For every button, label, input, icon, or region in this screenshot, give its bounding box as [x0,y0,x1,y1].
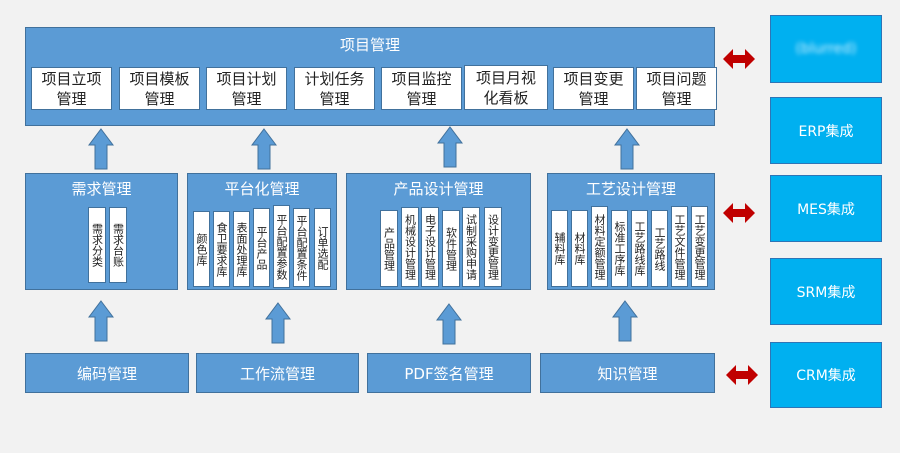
product-design-item: 软件管理 [442,210,460,287]
platform-item: 订单选配 [314,208,331,287]
process-design-item: 标准工序库 [611,210,628,287]
platform-item: 食卫要求库 [213,211,230,287]
integration-erp: ERP集成 [770,97,882,164]
integration-blurred-label: (blurred) [795,41,857,57]
requirement-item: 需求台账 [109,207,127,283]
top-item-project-monitor: 项目监控管理 [381,67,462,110]
pdf-signature-management-block: PDF签名管理 [367,353,531,393]
top-item-plan-task: 计划任务管理 [294,67,375,110]
project-management-block: 项目管理 项目立项管理 项目模板管理 项目计划管理 计划任务管理 项目监控管理 … [25,27,717,126]
process-design-item: 材料库 [571,210,588,287]
integration-srm: SRM集成 [770,258,882,325]
up-arrow-icon [436,303,462,345]
process-design-item: 工艺变更管理 [691,206,708,287]
requirement-management-block: 需求管理 需求分类 需求台账 [25,173,178,290]
workflow-management-block: 工作流管理 [196,353,359,393]
requirement-management-title: 需求管理 [71,180,132,198]
up-arrow-icon [437,126,463,168]
process-design-management-block: 工艺设计管理 辅料库 材料库 材料定额管理 标准工序库 工艺路线库 工艺路线 工… [547,173,715,290]
product-design-item: 电子设计管理 [421,207,439,287]
double-arrow-icon [723,49,755,69]
coding-management-block: 编码管理 [25,353,189,393]
process-design-item: 材料定额管理 [591,206,608,287]
top-item-project-dashboard: 项目月视化看板 [464,65,548,110]
platform-management-title: 平台化管理 [224,180,300,198]
product-design-item: 设计变更管理 [484,207,502,287]
platform-item: 平台产品 [253,208,270,287]
project-management-title: 项目管理 [339,36,400,54]
up-arrow-icon [265,302,291,344]
process-design-management-title: 工艺设计管理 [585,180,676,198]
product-design-management-block: 产品设计管理 产品管理 机械设计管理 电子设计管理 软件管理 试制采购申请 设计… [346,173,531,290]
up-arrow-icon [614,128,640,170]
platform-item: 表面处理库 [233,211,250,287]
knowledge-management-block: 知识管理 [540,353,715,393]
process-design-item: 工艺文件管理 [671,206,688,287]
up-arrow-icon [88,300,114,342]
integration-crm: CRM集成 [770,342,882,408]
top-item-project-plan: 项目计划管理 [206,67,287,110]
up-arrow-icon [88,128,114,170]
top-item-project-issue: 项目问题管理 [636,67,717,110]
double-arrow-icon [723,203,755,223]
platform-item: 平台配置条件 [293,208,310,287]
up-arrow-icon [612,300,638,342]
process-design-item: 工艺路线库 [631,210,648,287]
requirement-item: 需求分类 [88,207,106,283]
product-design-management-title: 产品设计管理 [393,180,484,198]
process-design-item: 辅料库 [551,210,568,287]
top-item-project-template: 项目模板管理 [119,67,200,110]
top-item-project-change: 项目变更管理 [553,67,634,110]
platform-item: 平台配置参数 [273,205,290,288]
product-design-item: 机械设计管理 [401,207,419,287]
top-item-project-initiation: 项目立项管理 [31,67,112,110]
integration-blurred: (blurred) [770,15,882,83]
platform-management-block: 平台化管理 颜色库 食卫要求库 表面处理库 平台产品 平台配置参数 平台配置条件… [187,173,337,290]
product-design-item: 试制采购申请 [462,207,480,287]
platform-item: 颜色库 [193,211,210,287]
process-design-item: 工艺路线 [651,210,668,287]
double-arrow-icon [726,365,758,385]
product-design-item: 产品管理 [380,210,398,287]
up-arrow-icon [251,128,277,170]
integration-mes: MES集成 [770,175,882,242]
